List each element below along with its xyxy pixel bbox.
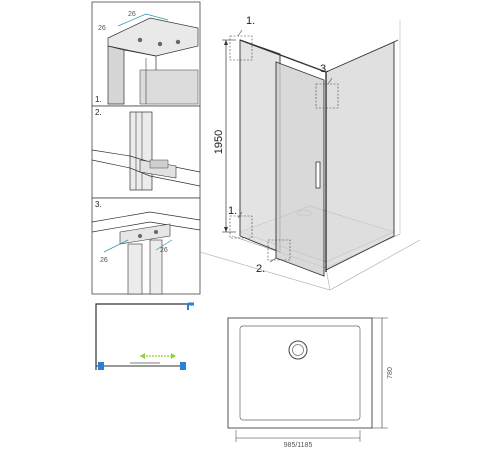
detail-label-3: 3. [95, 200, 102, 209]
detail-panel-3: 26 26 3. [91, 197, 201, 295]
dim-label-a: 26 [128, 11, 136, 18]
height-dimension: 1950 [213, 130, 225, 154]
plan-view: 780 985/1185 [227, 317, 394, 449]
main-enclosure-view: 1. 1. 2. 3. 1950 [199, 15, 421, 291]
callout-1-top: 1. [246, 15, 255, 27]
dim-label-d: 26 [160, 247, 168, 254]
callout-2: 2. [256, 263, 265, 275]
sliding-schematic [95, 302, 194, 370]
detail-label-2: 2. [95, 108, 102, 117]
dim-label-b: 26 [98, 25, 106, 32]
detail-panel-1: 26 26 1. [91, 1, 201, 107]
dim-label-c: 26 [100, 257, 108, 264]
depth-dimension: 780 [387, 367, 394, 379]
callout-1-bottom: 1. [228, 205, 237, 217]
detail-panel-2: 2. [91, 105, 201, 199]
width-dimension: 985/1185 [284, 442, 313, 449]
callout-3: 3. [320, 63, 329, 75]
detail-label-1: 1. [95, 95, 102, 104]
